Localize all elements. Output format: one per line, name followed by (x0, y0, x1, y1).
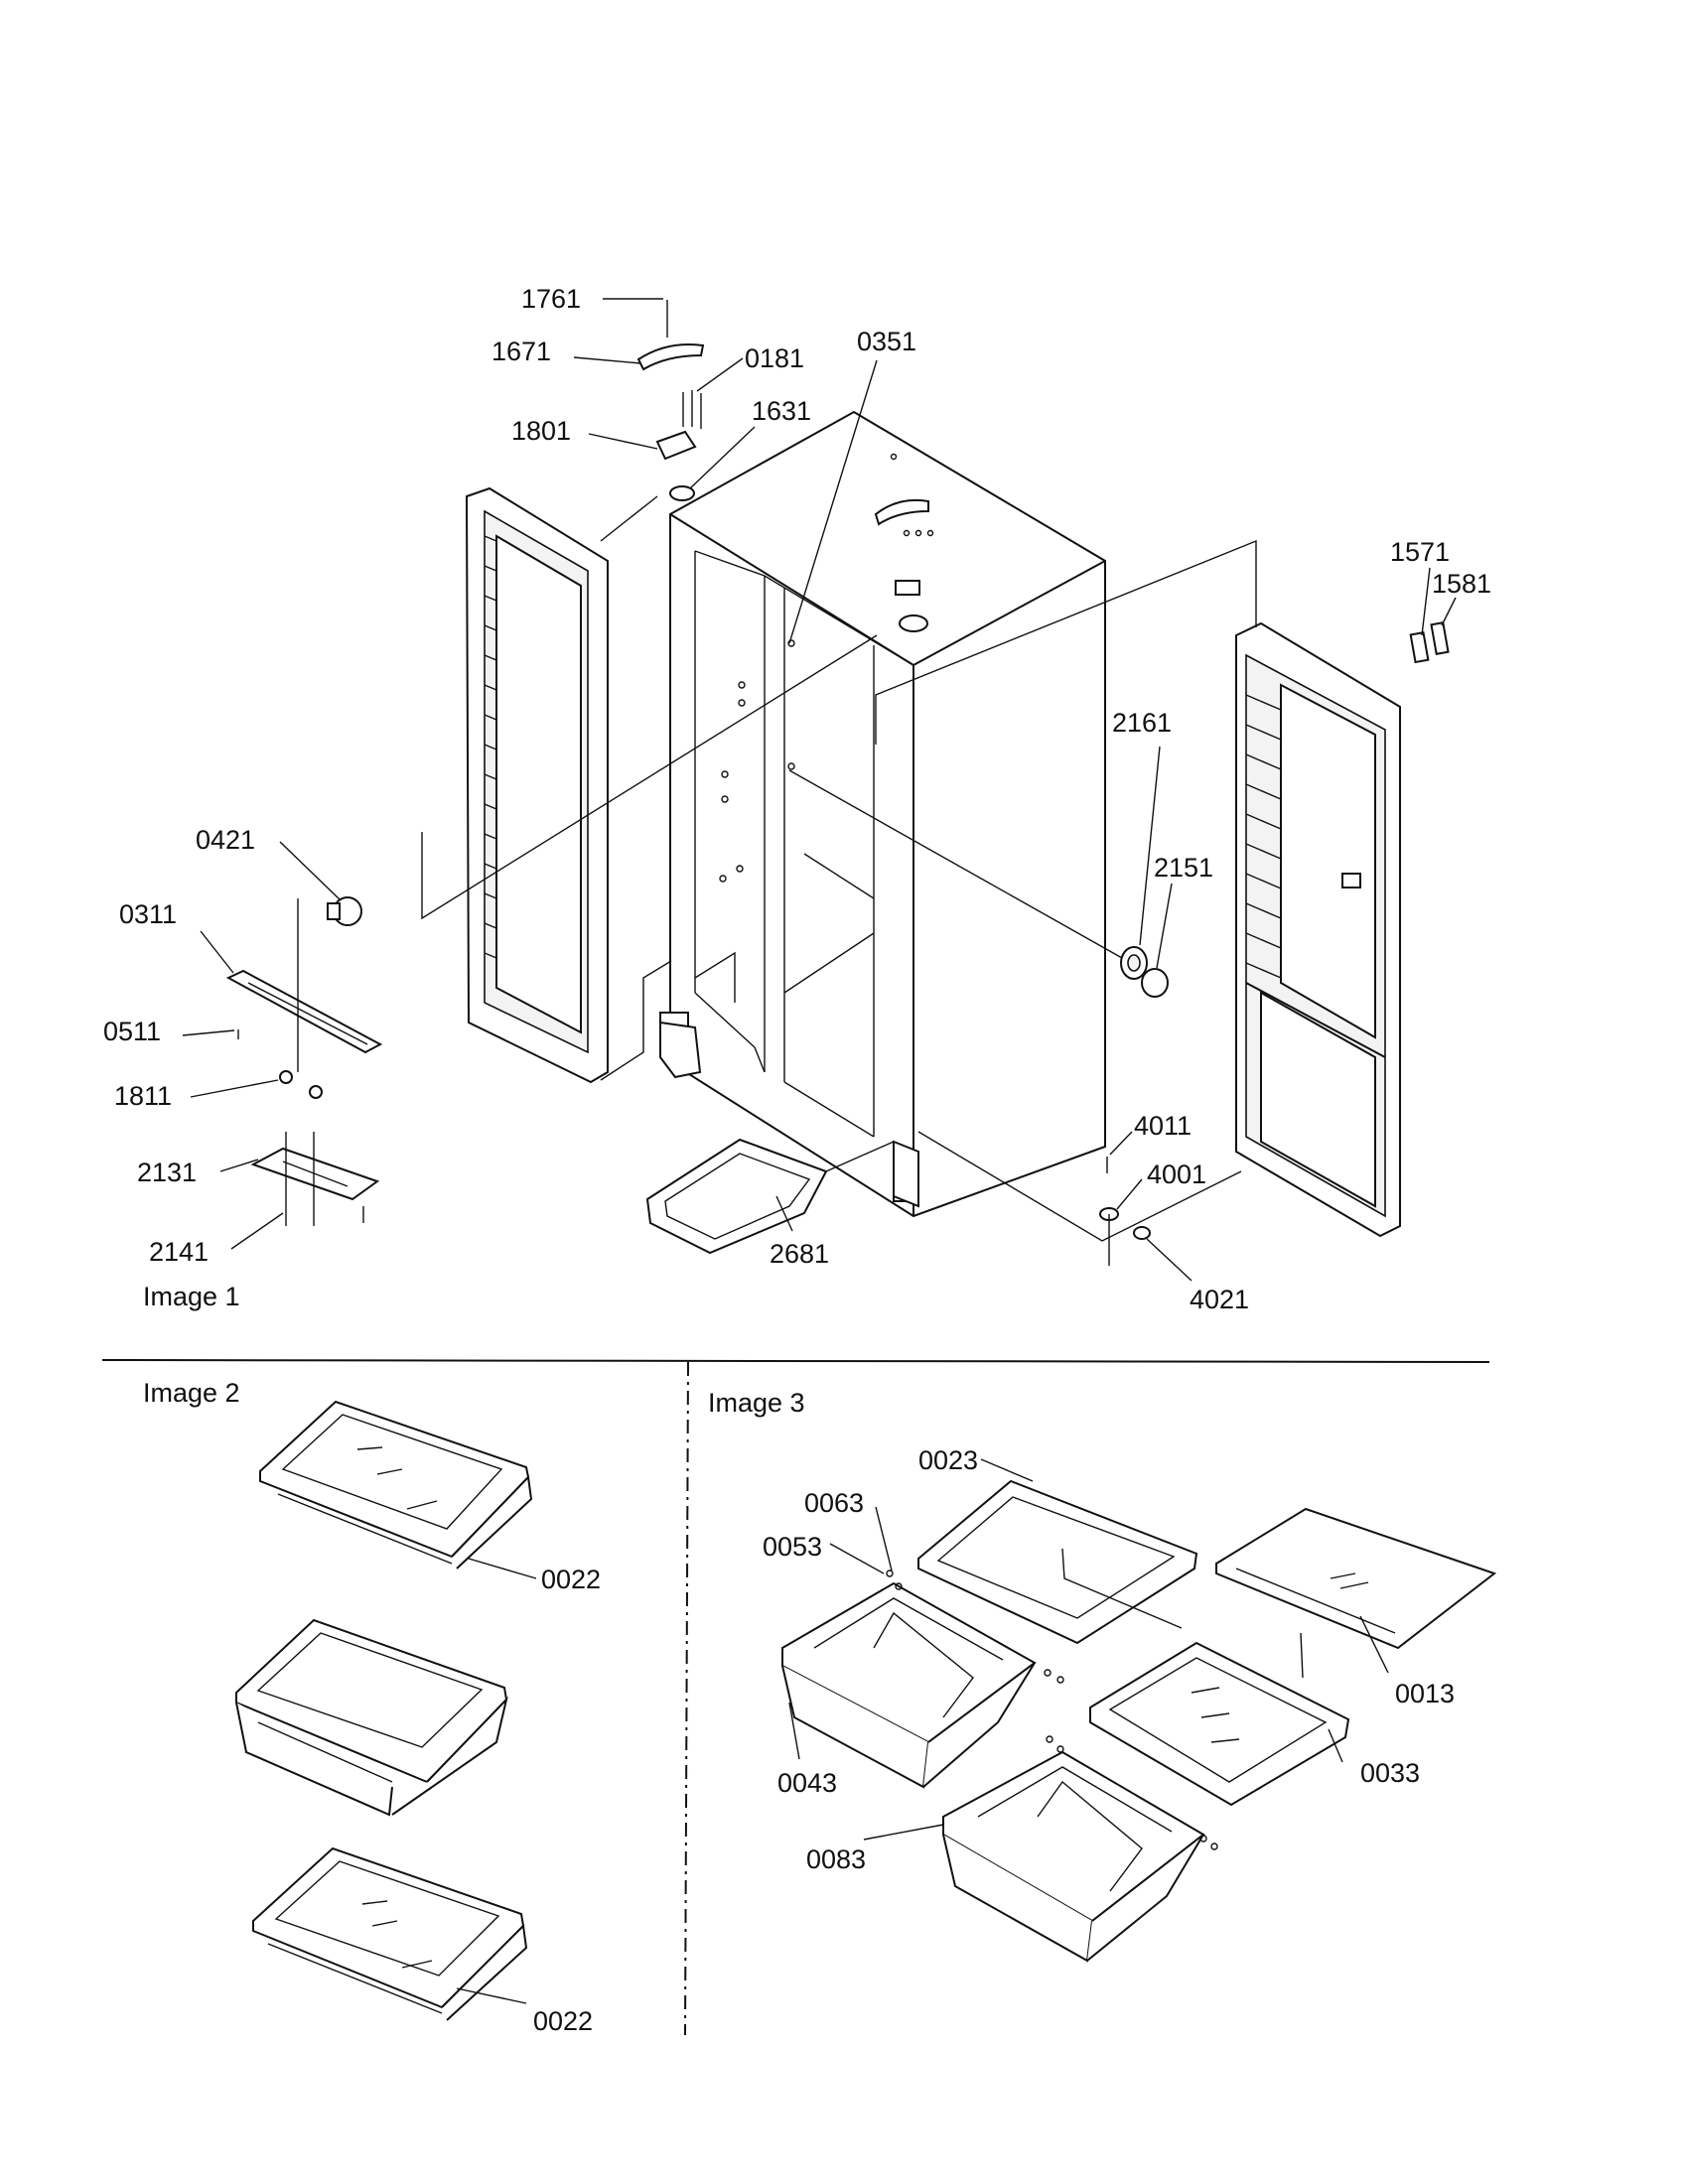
callout-1801: 1801 (511, 416, 571, 446)
callout-0063: 0063 (804, 1488, 864, 1518)
section-title-image2: Image 2 (143, 1378, 240, 1408)
callout-1761: 1761 (521, 284, 581, 314)
image3-crispers (781, 1479, 1497, 1963)
section-dividers (101, 1359, 1490, 2036)
callout-0022-bottom: 0022 (533, 2006, 593, 2036)
callout-1581: 1581 (1432, 569, 1491, 599)
small-parts (225, 300, 1450, 1266)
callout-1571: 1571 (1390, 537, 1450, 567)
callout-2141: 2141 (149, 1237, 209, 1267)
callout-4001: 4001 (1147, 1160, 1206, 1189)
callout-0083: 0083 (806, 1844, 866, 1874)
callout-2681: 2681 (770, 1239, 829, 1269)
callout-0033: 0033 (1360, 1758, 1420, 1788)
callout-0013: 0013 (1395, 1679, 1455, 1708)
callout-2151: 2151 (1154, 853, 1213, 883)
cabinet (659, 410, 1106, 1218)
callout-1631: 1631 (752, 396, 811, 426)
callout-0421: 0421 (196, 825, 255, 855)
image2-shelves (235, 1400, 533, 2021)
fresh-food-door (1235, 621, 1401, 1238)
callout-0351: 0351 (857, 327, 916, 356)
callout-1811: 1811 (114, 1081, 172, 1111)
section-title-image3: Image 3 (708, 1388, 805, 1418)
callout-0181: 0181 (745, 343, 804, 373)
shelf-3 (252, 1846, 528, 2021)
callout-2161: 2161 (1112, 708, 1172, 738)
callout-1671: 1671 (491, 337, 551, 366)
callout-0053: 0053 (763, 1532, 822, 1562)
callout-0022-top: 0022 (541, 1565, 601, 1594)
shelf-1 (259, 1400, 533, 1570)
section-title-image1: Image 1 (143, 1282, 240, 1311)
freezer-door (465, 486, 609, 1084)
callout-4011: 4011 (1134, 1111, 1192, 1141)
callout-0043: 0043 (777, 1768, 837, 1798)
callout-0511: 0511 (103, 1017, 161, 1046)
callout-0023: 0023 (918, 1445, 978, 1475)
callout-0311: 0311 (119, 899, 177, 929)
leader-lines (182, 298, 1457, 2004)
shelf-2 (235, 1618, 508, 1817)
callout-4021: 4021 (1190, 1285, 1249, 1314)
callout-2131: 2131 (137, 1158, 197, 1187)
